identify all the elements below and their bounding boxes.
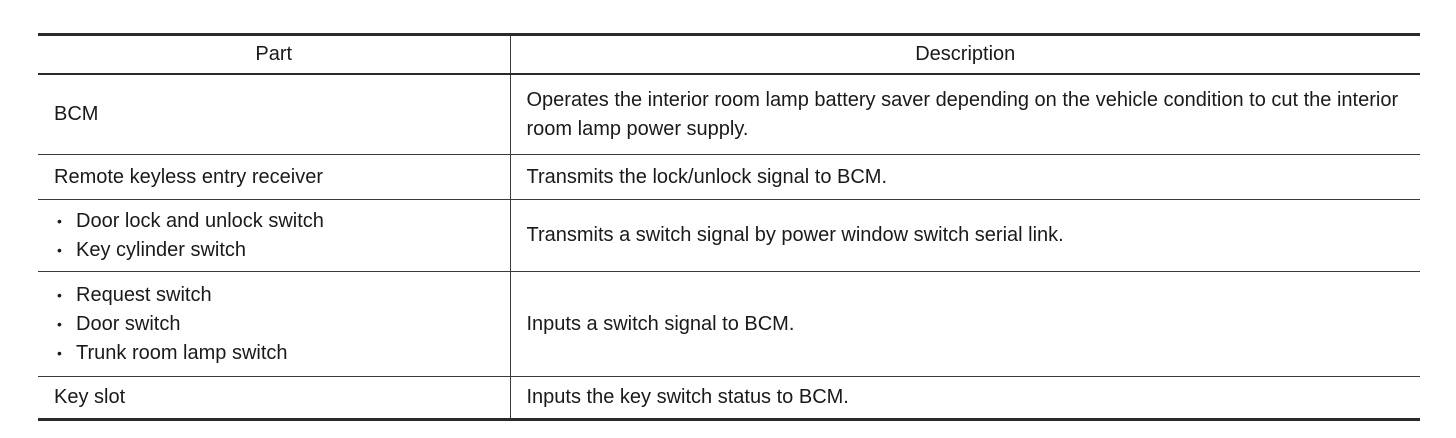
description-cell: Transmits the lock/unlock signal to BCM. — [526, 165, 888, 188]
part-cell: BCM — [38, 74, 511, 155]
bullet-item: • Door lock and unlock switch — [54, 207, 494, 236]
bullet-item: • Key cylinder switch — [54, 236, 494, 265]
bullet-item: • Trunk room lamp switch — [54, 339, 494, 368]
bullet-text: Door lock and unlock switch — [76, 209, 324, 232]
bullet-item: • Door switch — [54, 310, 494, 339]
bullet-icon: • — [57, 344, 62, 361]
description-cell: Operates the interior room lamp battery … — [526, 88, 1399, 140]
bullet-text: Trunk room lamp switch — [76, 341, 288, 364]
part-cell: • Door lock and unlock switch • Key cylind… — [38, 199, 511, 272]
table-header: Part Description — [38, 34, 1420, 74]
bullet-icon: • — [57, 212, 62, 229]
bullet-item: • Request switch — [54, 281, 494, 310]
table-row: • Door lock and unlock switch • Key cylind… — [38, 199, 1420, 272]
bullet-text: Key cylinder switch — [76, 238, 247, 261]
table-row: BCM Operates the interior room lamp batt… — [38, 74, 1420, 155]
part-cell: • Request switch • Door switch • Trunk room… — [38, 271, 511, 377]
bullet-icon: • — [57, 315, 62, 332]
header-description: Description — [915, 43, 1016, 65]
description-cell: Inputs a switch signal to BCM. — [526, 312, 795, 335]
table-body: BCM Operates the interior room lamp batt… — [38, 74, 1420, 420]
bullet-icon: • — [57, 241, 62, 258]
header-part: Part — [38, 34, 511, 74]
parts-description-table: Part Description BCM Operates the interi… — [38, 33, 1420, 421]
part-cell: Remote keyless entry receiver — [38, 154, 511, 200]
description-cell: Transmits a switch signal by power windo… — [526, 224, 1064, 246]
bullet-text: Request switch — [76, 283, 212, 306]
bullet-icon: • — [57, 286, 62, 303]
table-row: Key slot Inputs the key switch status to… — [38, 376, 1420, 420]
bullet-text: Door switch — [76, 312, 181, 335]
part-bullet-list: • Request switch • Door switch • Trunk room… — [54, 281, 494, 368]
part-bullet-list: • Door lock and unlock switch • Key cylind… — [54, 207, 494, 265]
table-row: Remote keyless entry receiver Transmits … — [38, 154, 1420, 200]
description-cell: Inputs the key switch status to BCM. — [526, 386, 849, 408]
part-cell: Key slot — [38, 376, 511, 420]
header-row: Part Description — [38, 34, 1420, 74]
table-row: • Request switch • Door switch • Trunk room… — [38, 271, 1420, 377]
